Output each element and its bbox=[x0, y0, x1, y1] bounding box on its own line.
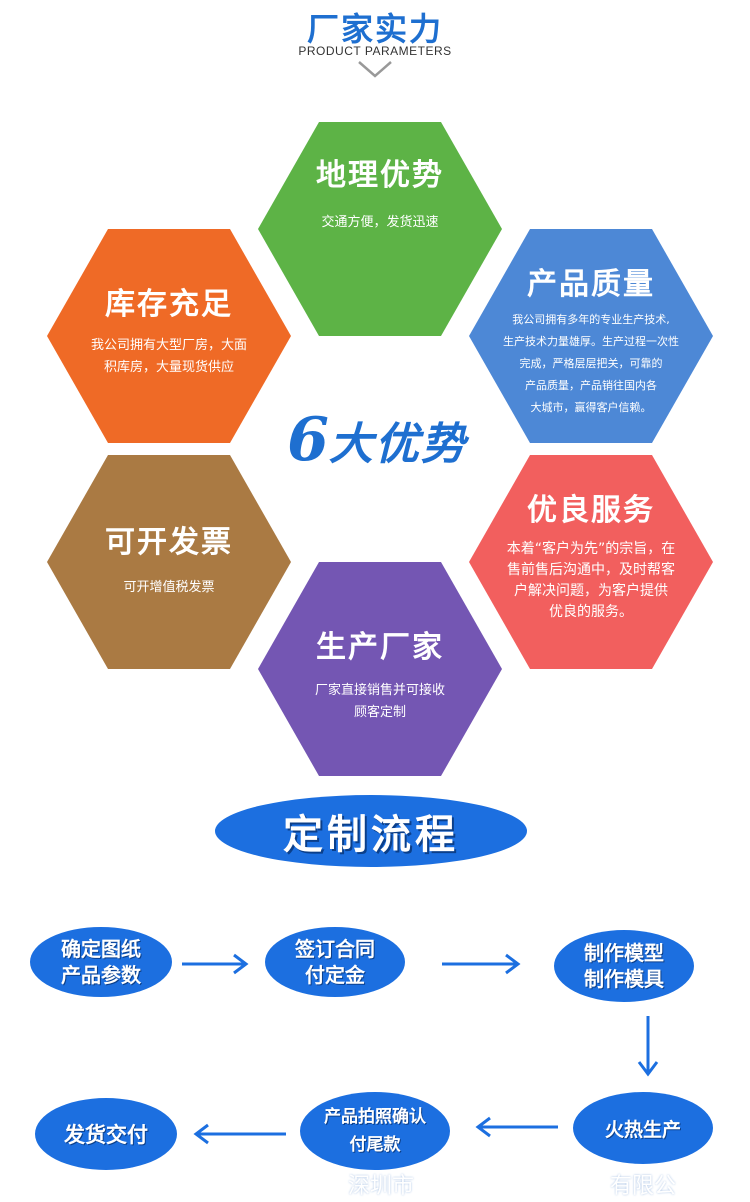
hex-desc-line: 我公司拥有多年的专业生产技术, bbox=[512, 313, 670, 326]
hex-quality-service: 优良服务 本着“客户为先”的宗旨，在 售前售后沟通中，及时帮客 户解决问题，为客… bbox=[469, 455, 713, 669]
hex-desc-line: 完成，严格层层把关，可靠的 bbox=[519, 357, 663, 370]
hex-desc-line: 优良的服务。 bbox=[548, 604, 633, 620]
process-step-confirm: 产品拍照确认 付尾款 bbox=[300, 1092, 450, 1170]
hex-desc-line: 积库房，大量现货供应 bbox=[103, 360, 234, 375]
hex-title: 生产厂家 bbox=[316, 630, 444, 665]
hex-title: 地理优势 bbox=[316, 158, 444, 193]
hex-product-quality: 产品质量 我公司拥有多年的专业生产技术, 生产技术力量雄厚。生产过程一次性 完成… bbox=[469, 229, 713, 443]
watermark-right: 有限公 bbox=[610, 1174, 677, 1199]
hex-desc: 交通方便，发货迅速 bbox=[321, 212, 438, 234]
arrow-left-icon bbox=[475, 1116, 558, 1138]
hex-desc: 可开增值税发票 bbox=[123, 577, 214, 599]
hex-title: 可开发票 bbox=[105, 525, 233, 560]
hex-desc-line: 大城市，赢得客户信赖。 bbox=[530, 401, 652, 414]
hex-desc-line: 我公司拥有大型厂房，大面 bbox=[90, 338, 247, 353]
arrow-right-icon bbox=[182, 953, 249, 975]
hex-title: 优良服务 bbox=[527, 493, 655, 528]
hex-desc-line: 本着“客户为先”的宗旨，在 bbox=[506, 541, 676, 557]
process-banner: 定制流程 bbox=[215, 795, 527, 867]
step-line: 产品拍照确认 bbox=[324, 1107, 426, 1127]
step-line: 签订合同 bbox=[295, 937, 375, 961]
section-subtitle: PRODUCT PARAMETERS bbox=[298, 44, 452, 58]
hex-desc: 我公司拥有大型厂房，大面 积库房，大量现货供应 bbox=[91, 335, 247, 379]
hex-invoice: 可开发票 可开增值税发票 bbox=[47, 455, 291, 669]
step-line: 制作模型 bbox=[584, 941, 664, 965]
arrow-right-icon bbox=[442, 953, 521, 975]
arrow-down-icon bbox=[637, 1016, 659, 1077]
center-number: 6 bbox=[287, 405, 329, 475]
hex-desc: 厂家直接销售并可接收 顾客定制 bbox=[315, 680, 445, 724]
hex-manufacturer: 生产厂家 厂家直接销售并可接收 顾客定制 bbox=[258, 562, 502, 776]
hex-desc-line: 可开增值税发票 bbox=[123, 580, 215, 595]
section-header: 厂家实力 PRODUCT PARAMETERS bbox=[0, 0, 750, 90]
process-step-delivery: 发货交付 bbox=[35, 1098, 177, 1170]
arrow-left-icon bbox=[193, 1123, 286, 1145]
process-banner-title: 定制流程 bbox=[283, 812, 459, 858]
process-step-contract: 签订合同 付定金 bbox=[265, 927, 405, 997]
hex-desc: 本着“客户为先”的宗旨，在 售前售后沟通中，及时帮客 户解决问题，为客户提供 优… bbox=[507, 539, 676, 623]
six-advantages-label: 6大优势 bbox=[272, 405, 482, 485]
center-text: 大优势 bbox=[328, 419, 467, 470]
hex-desc-line: 顾客定制 bbox=[353, 705, 406, 720]
hex-desc-line: 生产技术力量雄厚。生产过程一次性 bbox=[503, 335, 679, 348]
chevron-down-icon bbox=[358, 61, 392, 78]
step-line: 付尾款 bbox=[349, 1135, 401, 1155]
process-step-drawings: 确定图纸 产品参数 bbox=[30, 927, 172, 997]
step-line: 发货交付 bbox=[64, 1123, 148, 1147]
step-line: 制作模具 bbox=[584, 967, 664, 991]
step-line: 产品参数 bbox=[61, 963, 141, 987]
step-line: 付定金 bbox=[305, 963, 365, 987]
hex-title: 库存充足 bbox=[105, 287, 233, 322]
hex-geographic-advantage: 地理优势 交通方便，发货迅速 bbox=[258, 122, 502, 336]
hex-desc-line: 售前售后沟通中，及时帮客 bbox=[506, 562, 675, 578]
step-line: 火热生产 bbox=[604, 1118, 681, 1141]
hex-desc-line: 产品质量，产品销往国内各 bbox=[525, 379, 657, 392]
hex-desc-line: 交通方便，发货迅速 bbox=[321, 215, 439, 230]
hex-title: 产品质量 bbox=[527, 267, 655, 302]
process-step-production: 火热生产 bbox=[573, 1092, 713, 1164]
process-step-mold: 制作模型 制作模具 bbox=[554, 930, 694, 1002]
step-line: 确定图纸 bbox=[61, 937, 141, 961]
watermark-left: 深圳市 bbox=[348, 1174, 415, 1199]
section-title: 厂家实力 bbox=[306, 10, 443, 48]
hex-inventory: 库存充足 我公司拥有大型厂房，大面 积库房，大量现货供应 bbox=[47, 229, 291, 443]
hex-desc: 我公司拥有多年的专业生产技术, 生产技术力量雄厚。生产过程一次性 完成，严格层层… bbox=[503, 309, 679, 419]
hex-desc-line: 户解决问题，为客户提供 bbox=[513, 583, 668, 599]
hex-desc-line: 厂家直接销售并可接收 bbox=[314, 683, 445, 698]
